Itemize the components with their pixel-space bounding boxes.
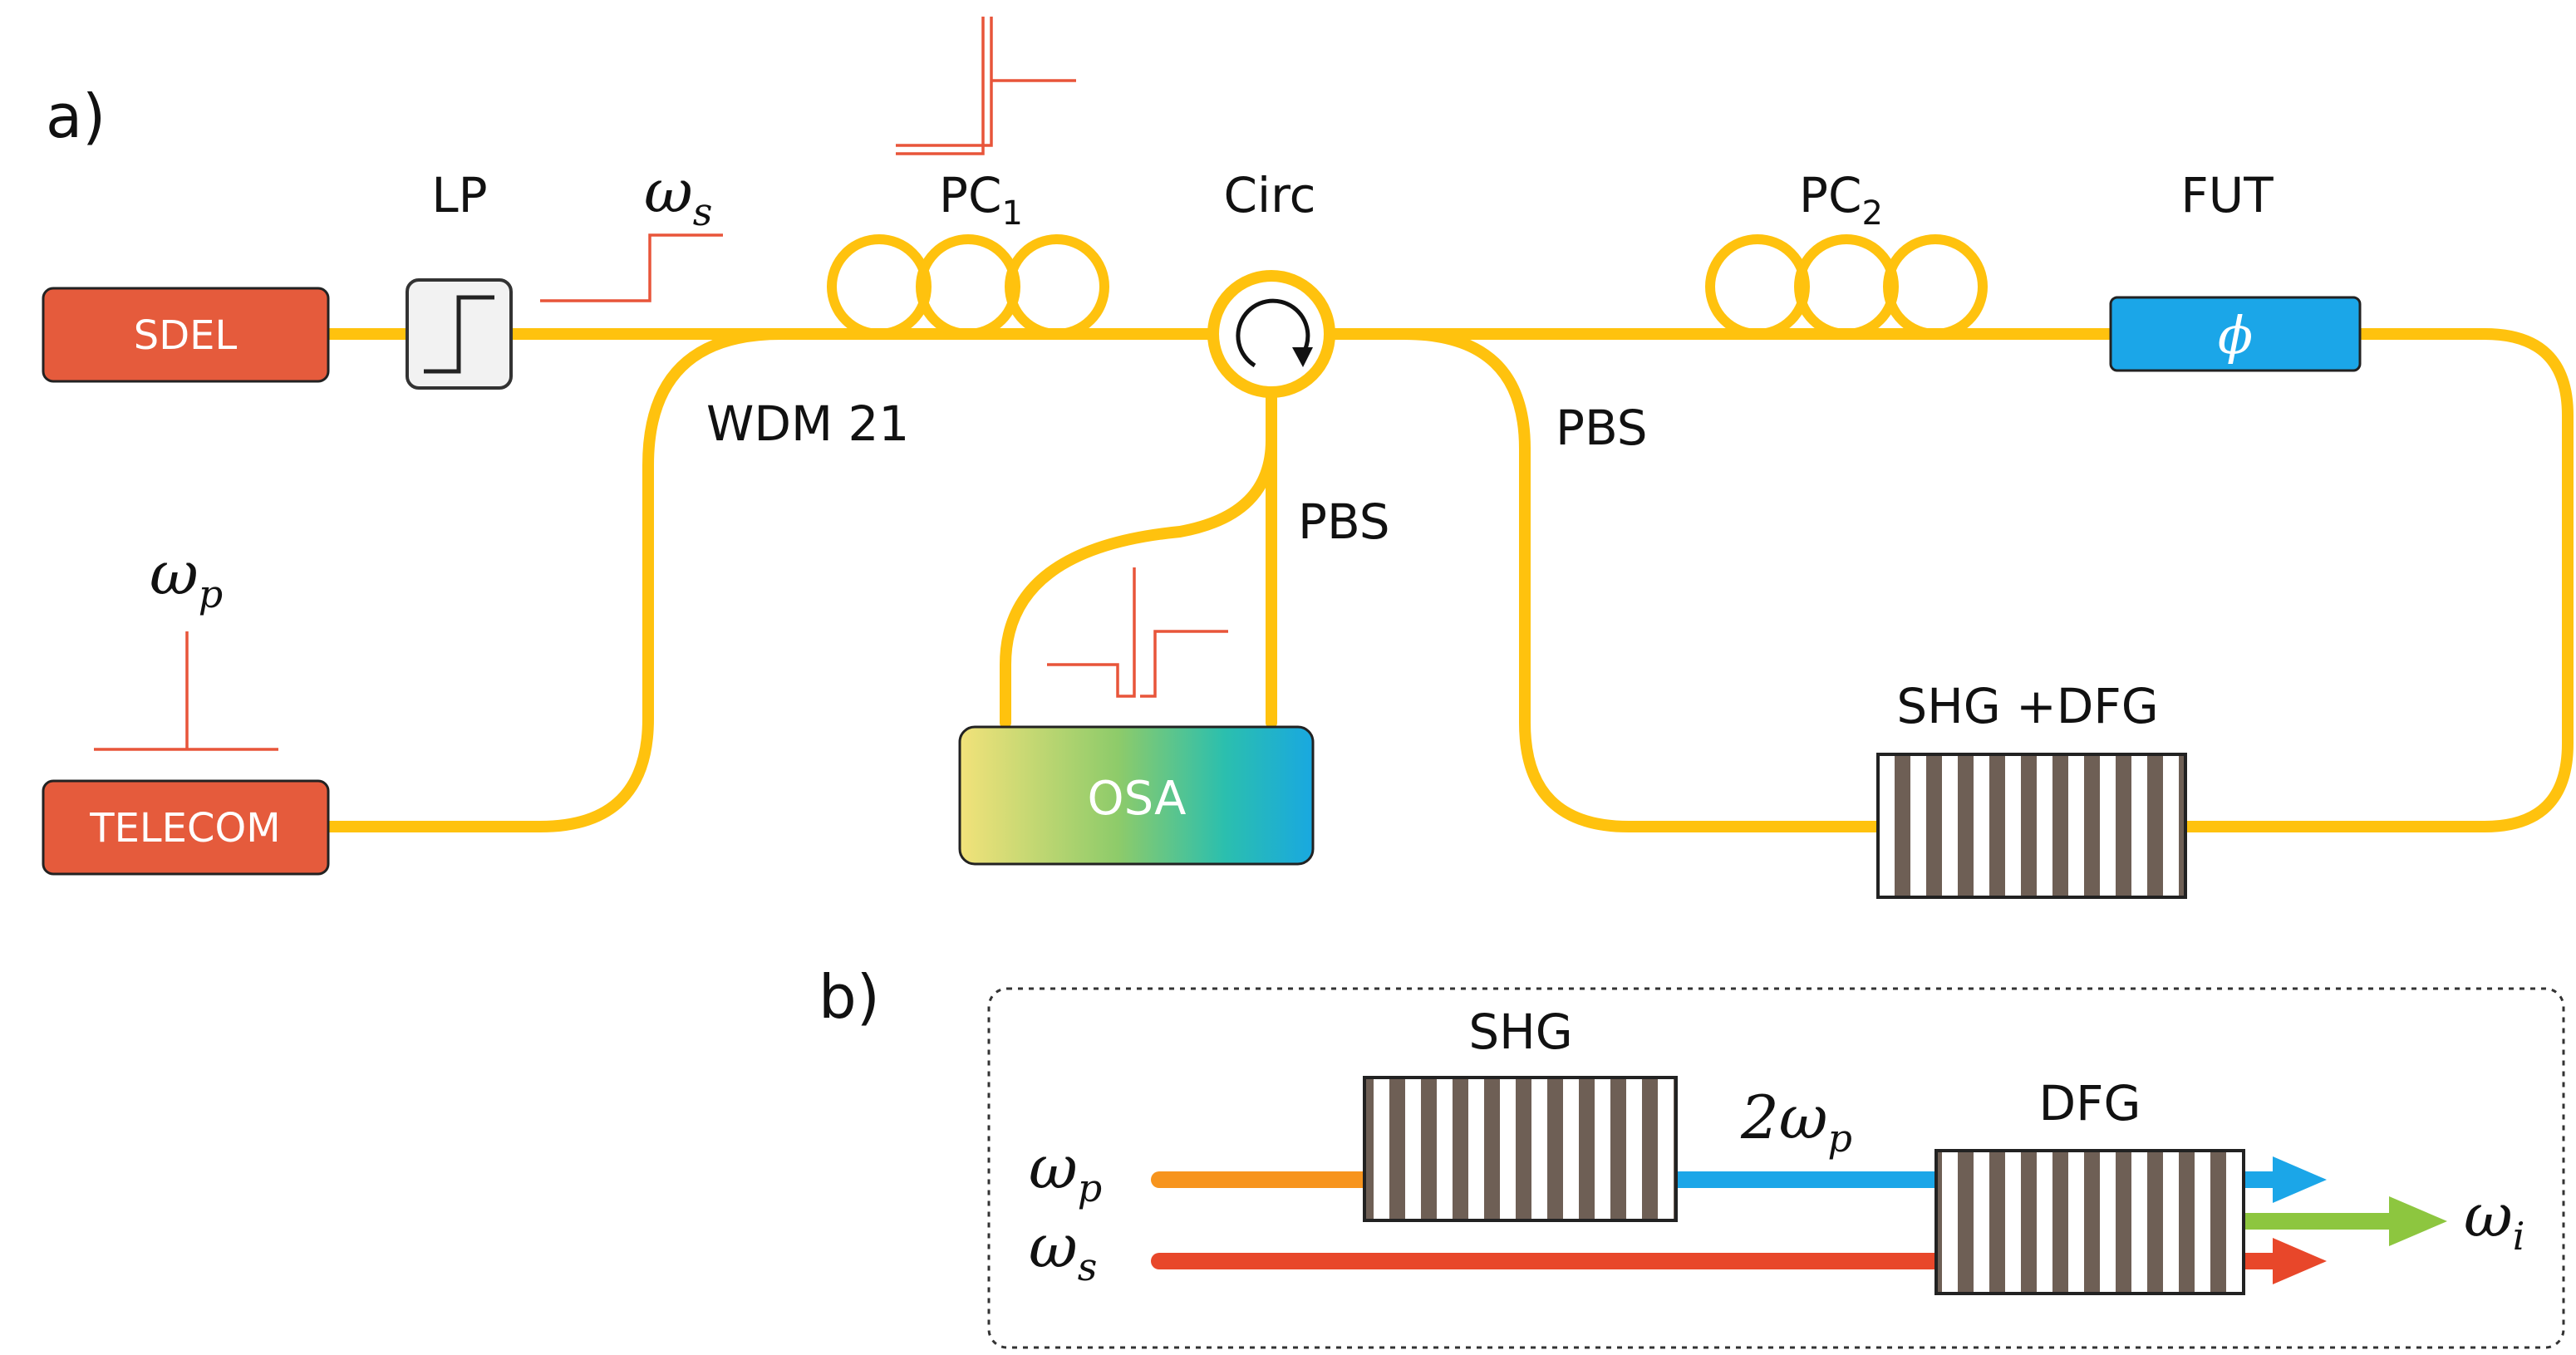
sdel-label: SDEL bbox=[134, 312, 238, 359]
fiber-circ-to-osa-left bbox=[1000, 434, 1277, 729]
idler-beam-arrowhead bbox=[2389, 1196, 2447, 1246]
shg-crystal bbox=[1363, 1076, 1678, 1222]
pc2-label: PC2 bbox=[1799, 167, 1883, 233]
fut-symbol: ϕ bbox=[2218, 305, 2253, 366]
omega-s-step-trace bbox=[540, 233, 723, 302]
shg-label: SHG bbox=[1468, 1004, 1572, 1060]
pc1-step-trace bbox=[896, 17, 985, 155]
omega-i-label: ωi bbox=[2464, 1181, 2524, 1259]
omega-p-line-trace bbox=[94, 631, 278, 751]
panel-b-label: b) bbox=[819, 962, 880, 1032]
panel-b-frame bbox=[987, 987, 2565, 1349]
fiber-network bbox=[322, 328, 2574, 832]
osa-label: OSA bbox=[1088, 772, 1187, 826]
osa-spectrum-trace bbox=[1047, 567, 1228, 698]
b-omega-p-label: ωp bbox=[1029, 1132, 1102, 1210]
pbs-left-label: PBS bbox=[1298, 493, 1390, 550]
pc1-controller bbox=[827, 234, 1109, 339]
dfg-crystal bbox=[1934, 1149, 2245, 1295]
fiber-telecom-to-wdm bbox=[322, 328, 787, 832]
signal-beam-arrowhead bbox=[2273, 1238, 2327, 1284]
circ-label: Circ bbox=[1223, 167, 1315, 223]
omega-p-label: ωp bbox=[150, 538, 223, 616]
b-omega-s-label: ωs bbox=[1029, 1211, 1097, 1289]
panel-a-label: a) bbox=[46, 81, 106, 151]
sh-beam-arrowhead bbox=[2273, 1156, 2327, 1203]
fut-label: FUT bbox=[2180, 167, 2274, 223]
two-omega-p-label: 2ωp bbox=[1740, 1083, 1852, 1161]
pc1-step-trace-2 bbox=[896, 17, 993, 147]
shg-dfg-crystal bbox=[1876, 753, 2187, 899]
wdm-label: WDM 21 bbox=[706, 395, 909, 452]
circulator bbox=[1207, 270, 1335, 398]
lp-label: LP bbox=[431, 167, 487, 223]
lp-filter bbox=[406, 278, 513, 390]
shg-dfg-label: SHG +DFG bbox=[1896, 678, 2158, 734]
telecom-label: TELECOM bbox=[89, 805, 280, 852]
osa-analyzer: OSA bbox=[958, 725, 1315, 866]
sdel-laser: SDEL bbox=[42, 287, 330, 383]
fut-device: ϕ bbox=[2109, 296, 2362, 372]
fiber-fut-loop bbox=[2180, 328, 2574, 832]
fiber-loop-return bbox=[1399, 328, 1884, 832]
pc2-controller bbox=[1705, 234, 1988, 339]
telecom-laser: TELECOM bbox=[42, 779, 330, 876]
omega-s-label: ωs bbox=[644, 156, 712, 234]
dfg-label: DFG bbox=[2039, 1075, 2141, 1132]
pc1-label: PC1 bbox=[939, 167, 1023, 233]
pbs-right-label: PBS bbox=[1556, 400, 1648, 456]
